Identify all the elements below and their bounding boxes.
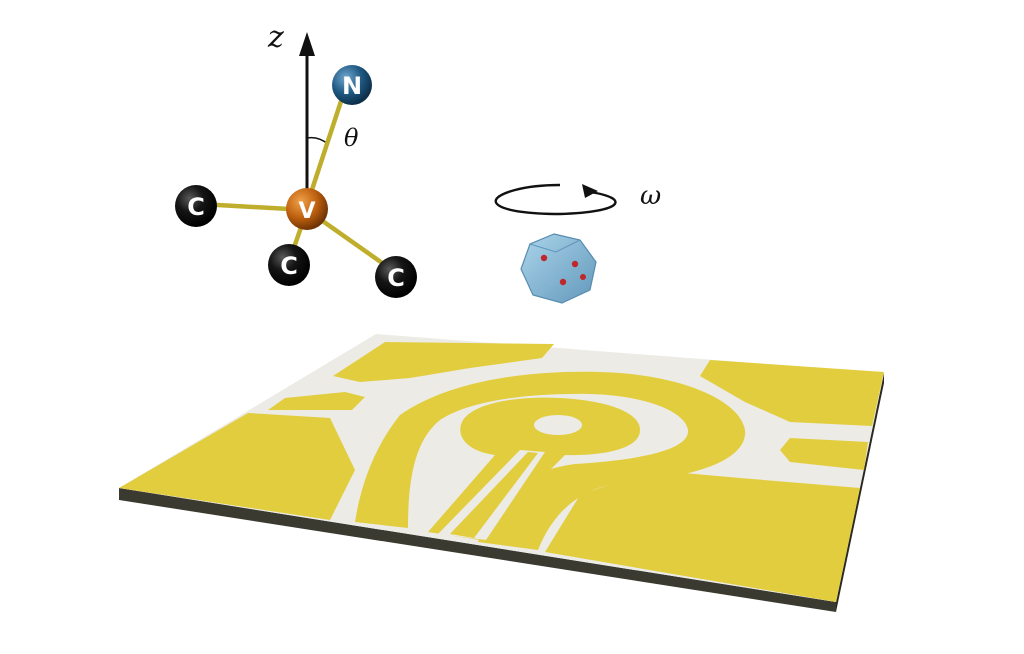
- pad-right-lower: [780, 438, 868, 470]
- theta-label: θ: [344, 124, 359, 152]
- rotation-arc: [494, 183, 617, 216]
- nanocrystal: [520, 233, 597, 304]
- atom-vanadium-sphere: [286, 188, 328, 230]
- outer-ring-conductor: [355, 371, 746, 550]
- theta-arc: [306, 136, 329, 145]
- atom-carbon-left-symbol: C: [187, 193, 205, 221]
- spin-dot: [580, 274, 586, 280]
- bond-v-n: [304, 83, 349, 208]
- atom-carbon-right-symbol: C: [387, 264, 405, 292]
- z-axis-label: z: [267, 20, 284, 55]
- atom-carbon-left: C: [175, 185, 217, 227]
- rotation-arrowhead-icon: [582, 184, 598, 198]
- crystal-body: [520, 233, 597, 304]
- atom-carbon-front-sphere: [268, 244, 310, 286]
- substrate-edge: [119, 488, 836, 612]
- feed-line-center-strip: [450, 452, 538, 538]
- loop-center-hole: [534, 415, 582, 435]
- omega-label: ω: [640, 181, 661, 211]
- pad-top-right: [700, 360, 884, 426]
- z-axis-arrowhead: [299, 32, 315, 56]
- atom-carbon-left-sphere: [175, 185, 217, 227]
- spin-dot: [571, 260, 579, 268]
- crystal-facet-lines: [529, 239, 581, 253]
- atom-vanadium-symbol: V: [298, 199, 315, 224]
- atom-carbon-front: C: [268, 244, 310, 286]
- spin-dot: [559, 278, 567, 286]
- atom-nitrogen: N: [332, 65, 372, 105]
- substrate-right-edge: [836, 373, 884, 612]
- atom-vanadium: V: [286, 188, 328, 230]
- pad-bottom-left: [119, 413, 355, 520]
- atom-nitrogen-sphere: [332, 65, 372, 105]
- atom-carbon-right: C: [375, 256, 417, 298]
- pad-top-left: [333, 342, 554, 382]
- rotation-indicator: ω: [494, 181, 661, 216]
- atom-carbon-front-symbol: C: [280, 252, 298, 280]
- pad-left-upper: [268, 392, 365, 410]
- spin-dot: [540, 254, 548, 262]
- pad-bottom-right: [545, 470, 860, 602]
- molecule: z θ N C V C C: [175, 20, 417, 298]
- atom-nitrogen-symbol: N: [342, 72, 362, 100]
- atom-carbon-right-sphere: [375, 256, 417, 298]
- bonds: [197, 83, 398, 275]
- microwave-chip: [119, 334, 884, 612]
- crystal-spins: [540, 254, 586, 286]
